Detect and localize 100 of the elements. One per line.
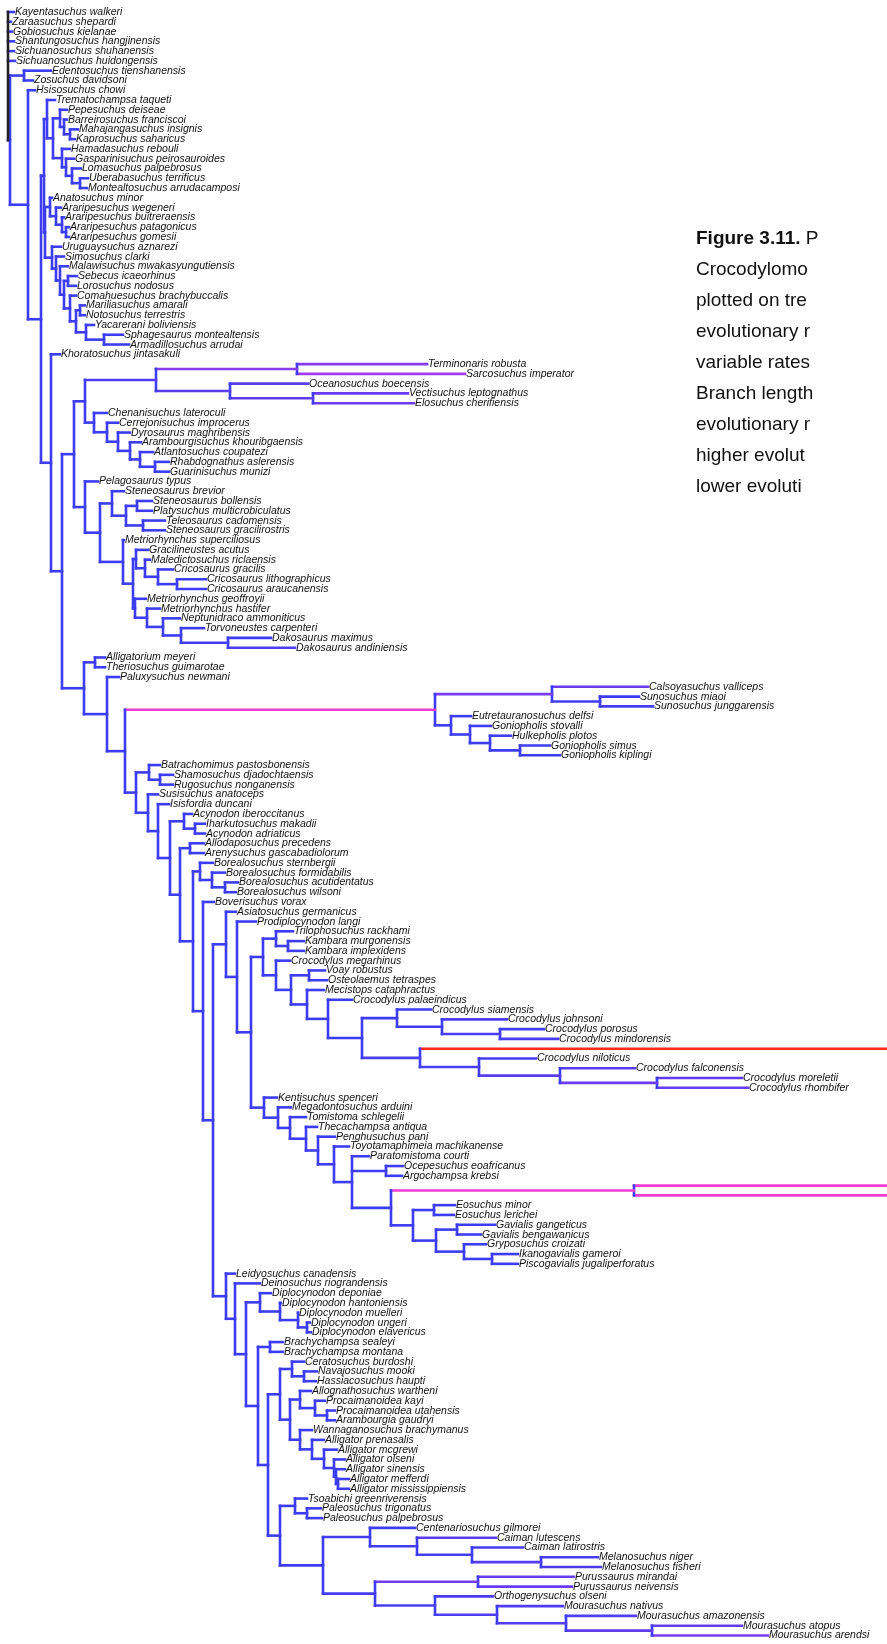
taxon-label: Cerrejonisuchus improcerus [119, 416, 250, 427]
taxon-label: Voay robustus [326, 964, 393, 975]
taxon-label: Boverisuchus vorax [215, 895, 307, 906]
taxon-label: Gasparinisuchus peirosauroides [75, 152, 225, 163]
taxon-label: Mourasuchus arendsi [769, 1629, 870, 1640]
taxon-label: Yacarerani boliviensis [95, 318, 197, 329]
taxon-label: Atlantosuchus coupatezi [154, 446, 268, 457]
taxon-label: Notosuchus terrestris [86, 309, 186, 320]
taxon-label: Dakosaurus andiniensis [296, 641, 408, 652]
taxon-label: Steneosaurus brevior [125, 485, 225, 496]
taxon-label: Metriorhynchus geoffroyii [147, 592, 265, 603]
taxon-label: Sebecus icaeorhinus [78, 270, 176, 281]
taxon-label: Acynodon adriaticus [206, 827, 301, 838]
taxon-label: Khoratosuchus jintasakuli [61, 348, 181, 359]
taxon-label: Sarcosuchus imperator [466, 367, 574, 378]
taxon-label: Oceanosuchus boecensis [309, 377, 430, 388]
taxon-label: Shantungosuchus hangjinensis [15, 35, 161, 46]
taxon-label: Malawisuchus mwakasyungutiensis [69, 260, 235, 271]
taxon-label: Eosuchus minor [456, 1199, 532, 1210]
taxon-label: Pelagosaurus typus [99, 475, 192, 486]
taxon-label: Caiman latirostris [524, 1541, 606, 1552]
taxon-label: Metriorhynchus superciliosus [125, 534, 261, 545]
taxon-label: Goniopholis kiplingi [561, 749, 652, 760]
taxon-label: Mahajangasuchus insignis [79, 123, 203, 134]
taxon-label: Araripesuchus buitreraensis [65, 211, 196, 222]
taxon-label: Calsoyasuchus valliceps [649, 680, 764, 691]
taxon-label: Steneosaurus bollensis [153, 495, 262, 505]
taxon-label: Cricosaurus lithographicus [207, 573, 331, 584]
taxon-label: Mariliasuchus amarali [86, 299, 188, 310]
taxon-label: Diplocynodon elavericus [312, 1326, 426, 1337]
taxon-label: Leidyosuchus canadensis [236, 1267, 357, 1278]
taxon-label: Isisfordia duncani [170, 798, 252, 809]
taxon-label: Crocodylus siamensis [432, 1003, 535, 1014]
taxon-label: Tomistoma schlegelii [307, 1111, 405, 1122]
taxon-label: Mourasuchus atopus [743, 1619, 841, 1630]
taxon-label: Trilophosuchus rackhami [294, 925, 410, 936]
taxon-label: Sphagesaurus montealtensis [124, 328, 260, 339]
taxon-label: Crocodylus falconensis [636, 1062, 744, 1073]
taxon-label: Cricosaurus araucanensis [207, 583, 329, 593]
taxon-label: Purussaurus mirandai [575, 1570, 678, 1581]
taxon-label: Arambourgia gaudryi [336, 1414, 434, 1425]
taxon-label: Ocepesuchus eoafricanus [404, 1160, 526, 1171]
taxon-label: Batrachomimus pastosbonensis [161, 759, 310, 770]
taxon-label: Crocodylus porosus [545, 1023, 638, 1034]
taxon-label: Mourasuchus nativus [564, 1600, 664, 1611]
taxon-label: Torvoneustes carpenteri [205, 622, 318, 633]
taxon-label: Ikanogavialis gameroi [519, 1248, 621, 1259]
taxon-label: Toyotamaphimeia machikanense [350, 1140, 504, 1151]
taxon-label: Navajosuchus mooki [318, 1365, 415, 1376]
taxon-label: Crocodylus niloticus [537, 1052, 631, 1063]
taxon-label: Paleosuchus palpebrosus [323, 1512, 444, 1523]
taxon-label: Sichuanosuchus huidongensis [16, 54, 158, 65]
taxon-label: Brachychampsa sealeyi [284, 1336, 395, 1347]
taxon-label: Borealosuchus acutidentatus [239, 876, 374, 887]
taxon-label: Sichuanosuchus shuhanensis [15, 45, 154, 56]
taxon-label: Zosuchus davidsoni [34, 74, 127, 85]
taxon-label: Argochampsa krebsi [403, 1169, 499, 1180]
taxon-label: Melanosuchus niger [599, 1551, 693, 1562]
taxon-label: Anatosuchus minor [53, 191, 143, 202]
taxon-label: Neptunidraco ammoniticus [181, 612, 306, 623]
taxon-label: Platysuchus multicrobiculatus [153, 504, 291, 515]
taxon-label: Acynodon iberoccitanus [193, 807, 305, 818]
taxon-label: Alligator sinensis [346, 1463, 425, 1474]
taxon-label: Susisuchus anatoceps [159, 788, 265, 799]
taxon-label: Eosuchus lerichei [455, 1208, 538, 1219]
taxon-label: Kaprosuchus saharicus [76, 133, 186, 144]
taxon-label: Allognathosuchus wartheni [312, 1384, 438, 1395]
taxon-label: Arambourgisuchus khouribgaensis [142, 436, 304, 447]
taxon-label: Centenariosuchus gilmorei [416, 1521, 541, 1532]
taxon-label: Arenysuchus gascabadiolorum [205, 847, 349, 858]
taxon-label: Mourasuchus amazonensis [637, 1609, 765, 1620]
taxon-label: Lomasuchus palpebrosus [82, 162, 202, 173]
taxon-label: Maledictosuchus riclaensis [151, 553, 276, 564]
taxon-label: Alligator mefferdi [350, 1473, 429, 1483]
taxon-label: Sunosuchus junggarensis [654, 700, 775, 711]
taxon-label: Kentisuchus spenceri [278, 1091, 378, 1102]
taxon-label: Goniopholis stovalli [492, 719, 583, 730]
taxon-label: Borealosuchus wilsoni [237, 886, 341, 897]
taxon-label: Gavialis gangeticus [496, 1218, 588, 1229]
taxon-label: Megadontosuchus arduini [292, 1101, 413, 1112]
taxon-label: Chenanisuchus lateroculi [108, 406, 226, 417]
taxon-label: Elosuchus cherifiensis [415, 397, 519, 408]
taxon-label: Paratomistoma courti [370, 1150, 470, 1161]
taxon-label: Orthogenysuchus olseni [494, 1590, 607, 1601]
taxon-label: Kayentasuchus walkeri [15, 6, 123, 16]
taxon-label: Theriosuchus guimarotae [106, 661, 225, 672]
taxon-label: Goniopholis simus [551, 739, 637, 750]
taxon-label: Crocodylus moreletii [743, 1072, 839, 1082]
taxon-label: Deinosuchus riograndensis [261, 1277, 388, 1288]
taxon-label: Araripesuchus patagonicus [70, 221, 197, 232]
taxon-label: Kambara murgonensis [305, 935, 411, 946]
taxon-label: Cricosaurus gracilis [174, 563, 266, 574]
taxon-label: Melanosuchus fisheri [602, 1561, 701, 1571]
taxon-label: Crocodylus johnsoni [508, 1013, 603, 1024]
taxon-label: Gryposuchus croizati [487, 1238, 586, 1249]
taxon-label: Steneosaurus gracilirostris [166, 524, 290, 535]
taxon-label: Alligator olseni [346, 1453, 415, 1464]
taxon-label: Trematochampsa taqueti [56, 94, 172, 104]
taxon-label: Asiatosuchus germanicus [237, 905, 357, 916]
taxon-label: Vectisuchus leptognathus [409, 387, 529, 398]
